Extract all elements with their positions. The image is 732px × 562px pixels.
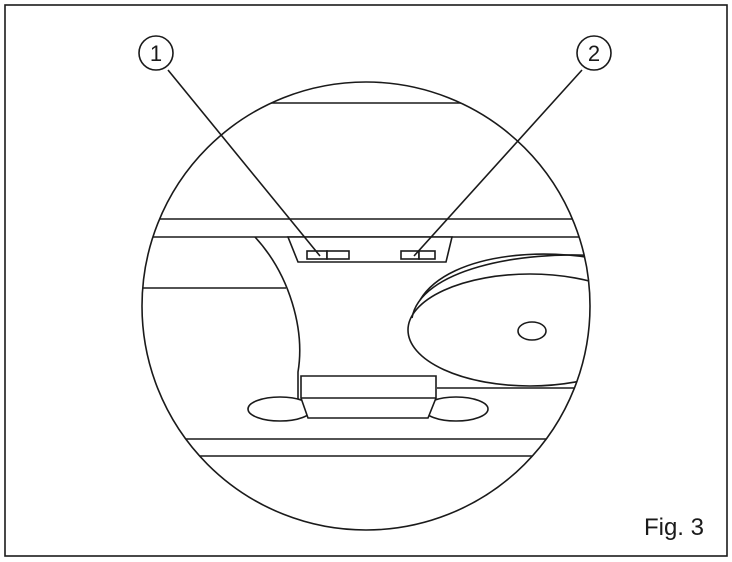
callout-2-leader (413, 69, 583, 257)
left-body-curve (254, 236, 301, 400)
callout-1-circle (138, 35, 174, 71)
magnified-detail (142, 102, 590, 457)
callout-1-label: 1 (150, 41, 162, 66)
callout-2-label: 2 (588, 41, 600, 66)
slot-2-right (418, 250, 436, 260)
disc-hole (517, 321, 547, 341)
callout-1-leader (167, 69, 321, 257)
right-disc-edge (411, 254, 590, 319)
center-block (300, 375, 437, 419)
slot-2 (400, 250, 420, 260)
figure-caption: Fig. 3 (644, 514, 704, 541)
callout-2: 2 (413, 35, 612, 257)
magnifier-circle (141, 81, 591, 531)
callout-1: 1 (138, 35, 321, 257)
callout-2-circle (576, 35, 612, 71)
right-disc-shadow (419, 253, 590, 301)
slot-1-right (326, 250, 350, 260)
figure-frame (4, 4, 728, 557)
